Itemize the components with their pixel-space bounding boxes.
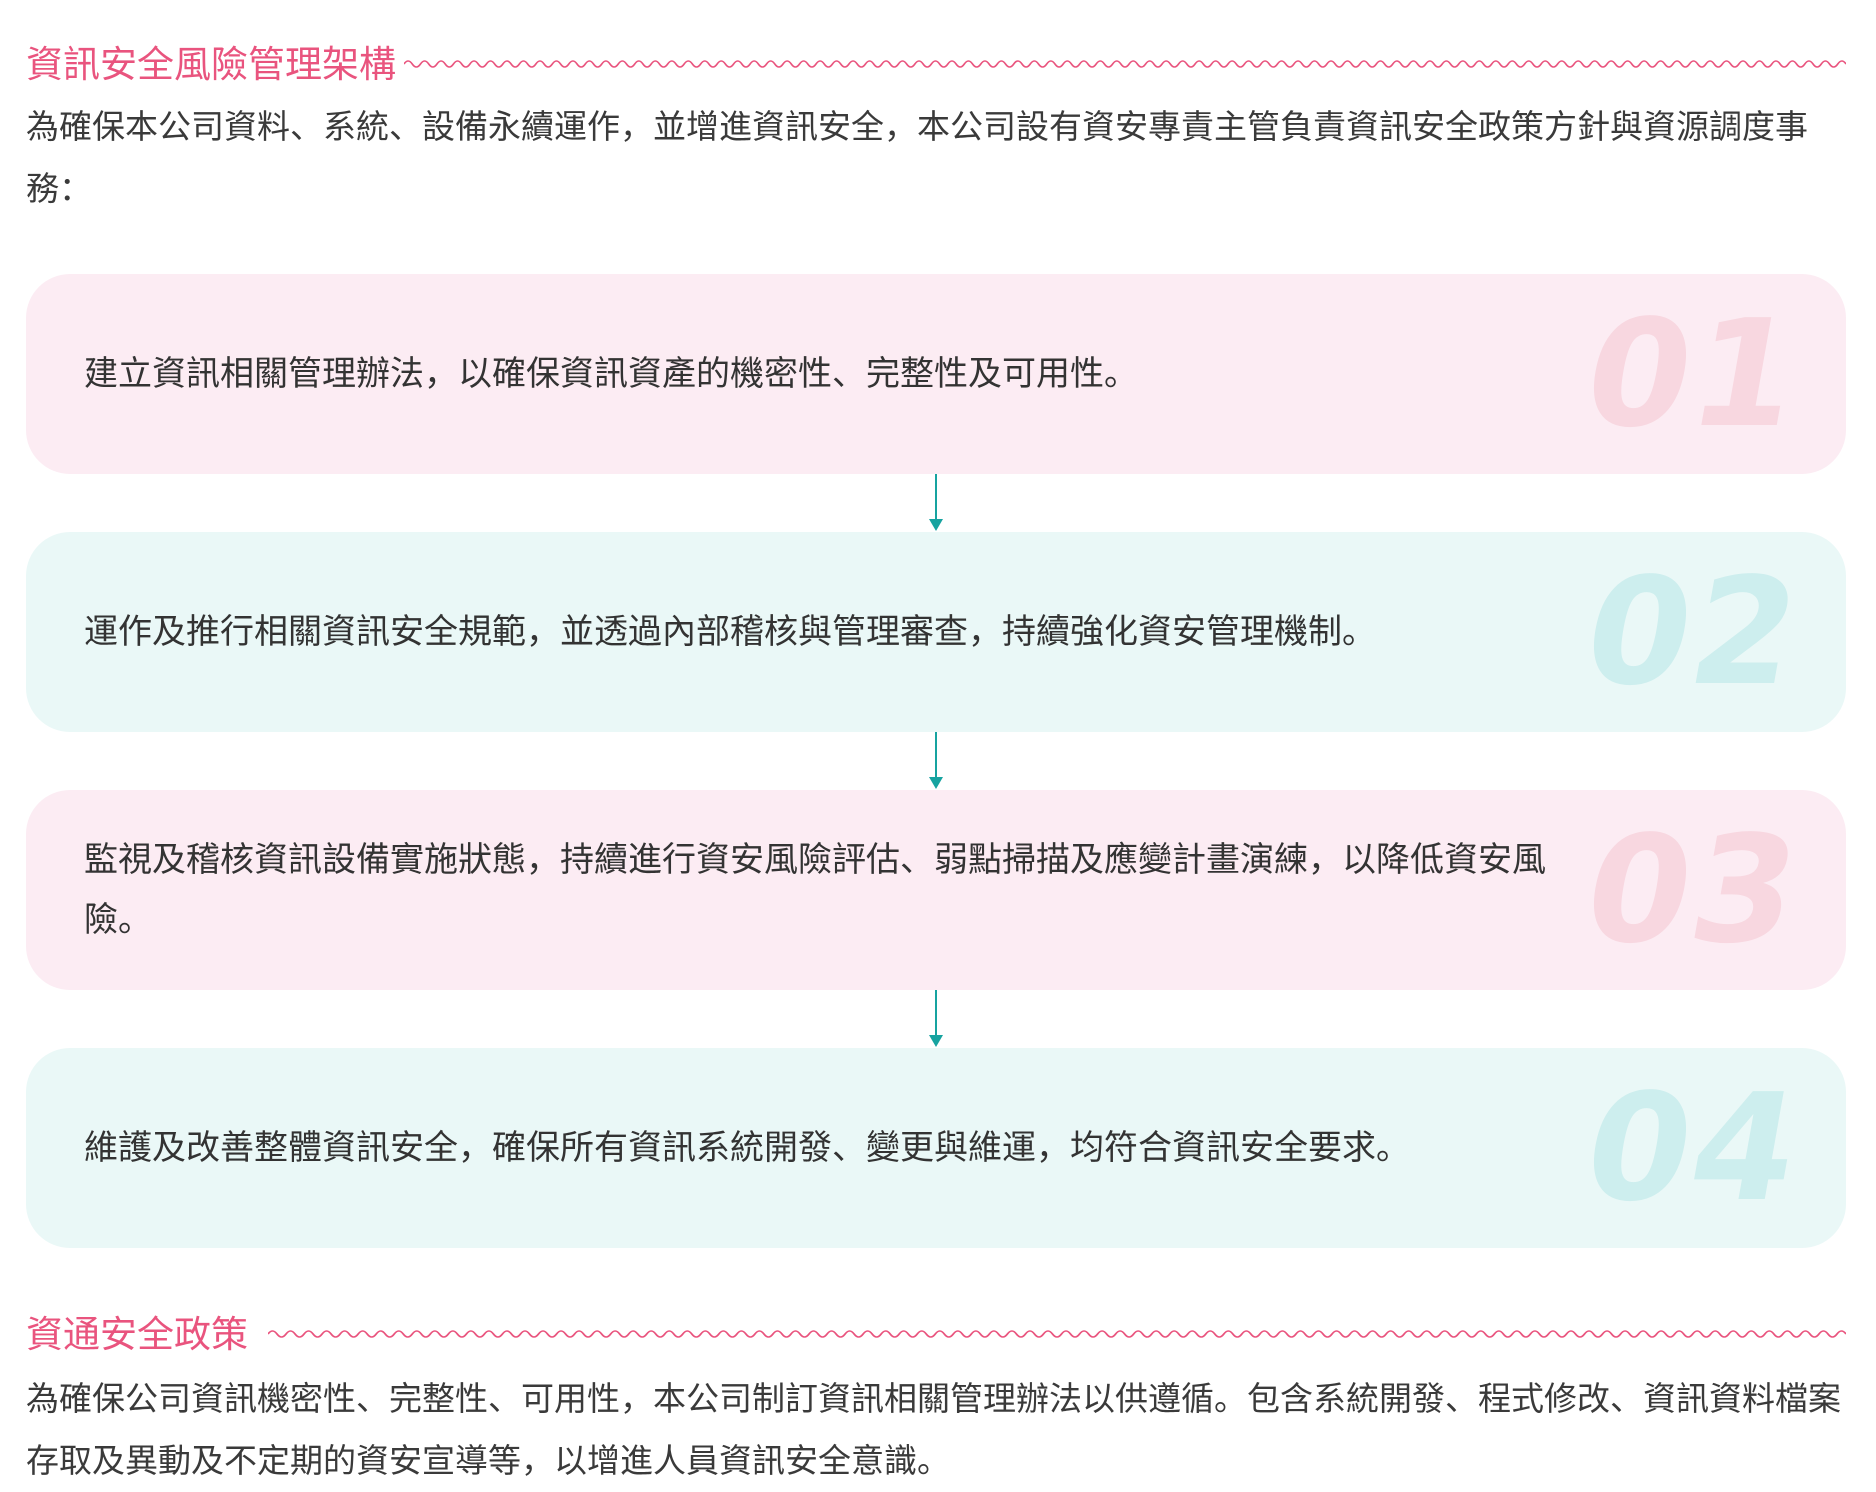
wavy-divider	[404, 60, 1846, 68]
step-number: 04	[1572, 1062, 1814, 1234]
section-heading-security-policy: 資通安全政策	[26, 1306, 1846, 1362]
step-number: 02	[1572, 546, 1814, 718]
wavy-divider	[268, 1330, 1846, 1338]
flow-arrow-icon	[26, 474, 1846, 532]
step-text: 運作及推行相關資訊安全規範，並透過內部稽核與管理審查，持續強化資安管理機制。	[84, 612, 1376, 652]
section-heading-risk-framework: 資訊安全風險管理架構	[26, 36, 1846, 92]
step-text: 監視及稽核資訊設備實施狀態，持續進行資安風險評估、弱點掃描及應變計畫演練，以降低…	[84, 840, 1546, 940]
step-text: 維護及改善整體資訊安全，確保所有資訊系統開發、變更與維運，均符合資訊安全要求。	[84, 1128, 1410, 1168]
step-number: 03	[1572, 804, 1814, 976]
policy-paragraph: 為確保公司資訊機密性、完整性、可用性，本公司制訂資訊相關管理辦法以供遵循。包含系…	[26, 1379, 1841, 1480]
process-flow: 建立資訊相關管理辦法，以確保資訊資產的機密性、完整性及可用性。 01 運作及推行…	[26, 274, 1846, 1248]
step-number: 01	[1572, 288, 1814, 460]
step-card-03: 監視及稽核資訊設備實施狀態，持續進行資安風險評估、弱點掃描及應變計畫演練，以降低…	[26, 790, 1846, 990]
page-content: 資訊安全風險管理架構 為確保本公司資料、系統、設備永續運作，並增進資訊安全，本公…	[26, 36, 1846, 1492]
flow-arrow-icon	[26, 990, 1846, 1048]
step-card-04: 維護及改善整體資訊安全，確保所有資訊系統開發、變更與維運，均符合資訊安全要求。 …	[26, 1048, 1846, 1248]
section-title: 資訊安全風險管理架構	[26, 45, 404, 83]
section-title: 資通安全政策	[26, 1315, 256, 1353]
step-text: 建立資訊相關管理辦法，以確保資訊資產的機密性、完整性及可用性。	[84, 354, 1138, 394]
step-card-01: 建立資訊相關管理辦法，以確保資訊資產的機密性、完整性及可用性。 01	[26, 274, 1846, 474]
flow-arrow-icon	[26, 732, 1846, 790]
intro-paragraph: 為確保本公司資料、系統、設備永續運作，並增進資訊安全，本公司設有資安專責主管負責…	[26, 107, 1808, 208]
step-card-02: 運作及推行相關資訊安全規範，並透過內部稽核與管理審查，持續強化資安管理機制。 0…	[26, 532, 1846, 732]
